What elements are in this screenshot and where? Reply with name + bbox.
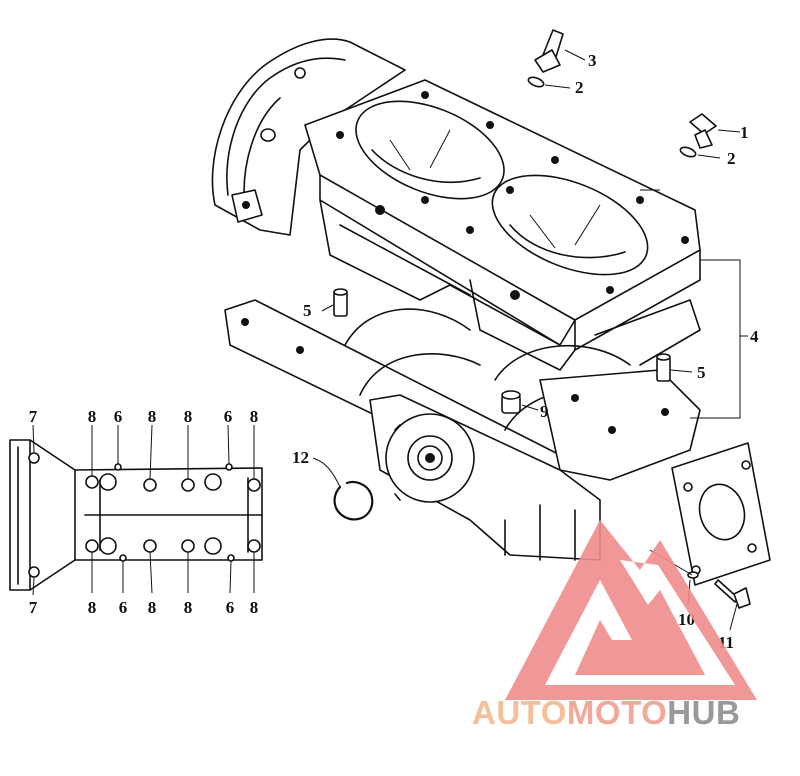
- inset-top-label-0: 7: [29, 407, 38, 426]
- callout-2b: 2: [727, 149, 736, 168]
- inset-top-label-3: 8: [148, 407, 157, 426]
- inset-bottom-label-4: 8: [184, 598, 193, 617]
- watermark-hub: HUB: [667, 694, 740, 731]
- inset-top-label-6: 8: [250, 407, 259, 426]
- watermark-auto: AUTO: [472, 694, 567, 731]
- part-5-dowel-right: [656, 353, 671, 382]
- callout-4: 4: [750, 327, 759, 346]
- part-5-dowel-left: [333, 288, 348, 317]
- part-3-stud: [534, 29, 564, 73]
- inset-bottom-label-2: 6: [119, 598, 128, 617]
- lower-crankcase: [224, 299, 701, 561]
- callout-5a: 5: [303, 301, 312, 320]
- upper-crankcase: [211, 38, 701, 371]
- watermark-text: AUTOMOTOHUB: [472, 694, 740, 731]
- part-10-washer: [687, 571, 699, 579]
- inset-top-label-2: 6: [114, 407, 123, 426]
- part-11-screw: [714, 579, 751, 609]
- part-2-washer-top: [527, 76, 545, 88]
- part-12-circlip: [333, 480, 374, 521]
- callout-9: 9: [540, 402, 549, 421]
- automotohub-watermark: AUTOMOTOHUB: [472, 520, 757, 731]
- part-2-washer-right: [679, 146, 697, 158]
- inset-bottom-label-0: 7: [29, 598, 38, 617]
- part-9-bushing: [501, 390, 521, 414]
- inset-top-label-1: 8: [88, 407, 97, 426]
- callout-12: 12: [292, 448, 309, 467]
- part-1-bolt: [689, 113, 717, 149]
- inset-top-label-5: 6: [224, 407, 233, 426]
- parts: [333, 29, 771, 609]
- inset-bottom-label-3: 8: [148, 598, 157, 617]
- callout-3: 3: [588, 51, 597, 70]
- inset-bottom-label-1: 8: [88, 598, 97, 617]
- callout-2a: 2: [575, 78, 584, 97]
- callout-5b: 5: [697, 363, 706, 382]
- inset-top-label-4: 8: [184, 407, 193, 426]
- inset-bottom-label-5: 6: [226, 598, 235, 617]
- cover-plate: [671, 442, 771, 586]
- callout-1: 1: [740, 123, 749, 142]
- watermark-moto: MOTO: [567, 694, 667, 731]
- inset-bottom-label-6: 8: [250, 598, 259, 617]
- top-row-holes: [85, 463, 261, 492]
- automotohub-logo: [505, 520, 757, 700]
